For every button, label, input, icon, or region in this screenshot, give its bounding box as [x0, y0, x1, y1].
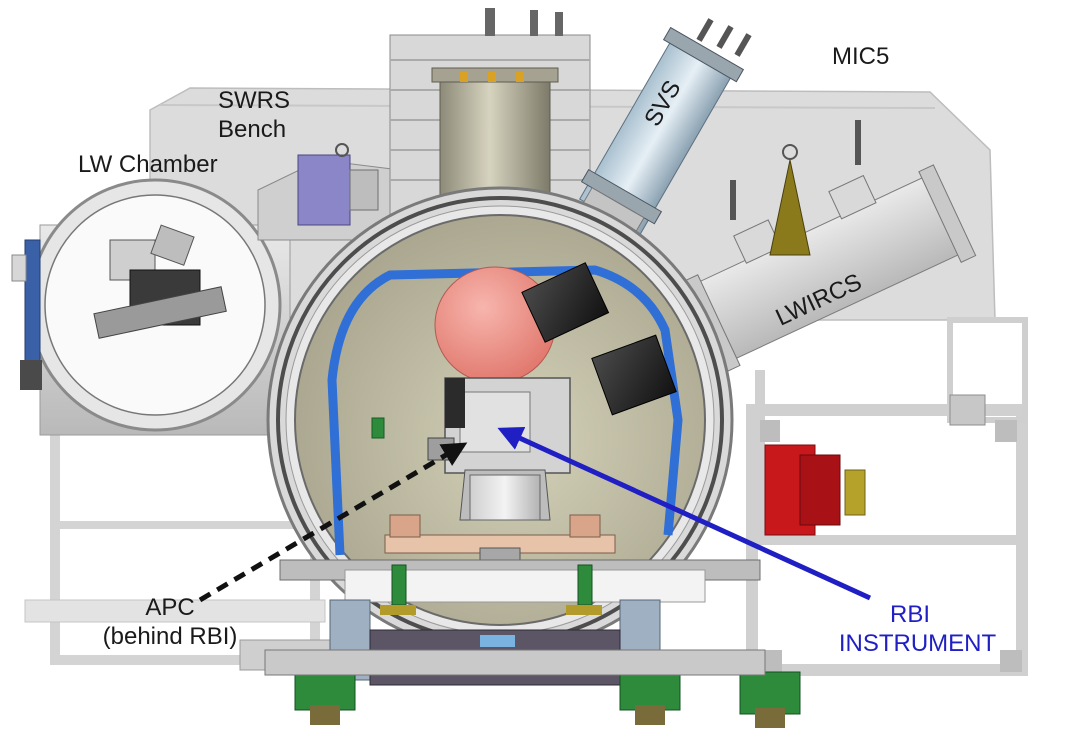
label-rbi-line2: INSTRUMENT — [838, 630, 997, 657]
label-mic5: MIC5 — [832, 43, 890, 70]
apc-arrow — [198, 442, 468, 603]
chamber-cradle — [279, 559, 761, 686]
lw-chamber-optics — [93, 224, 227, 339]
lwircs-blackbody — [521, 262, 610, 343]
label-apc-line2: (behind RBI) — [102, 623, 238, 650]
red-bracket-assembly — [764, 444, 866, 536]
right-support-frame — [746, 317, 1028, 676]
label-rbi-line1: RBI — [889, 601, 930, 628]
svs-blackbody — [591, 334, 677, 416]
svs-tube — [571, 18, 752, 254]
main-chamber — [266, 186, 734, 654]
lwircs-tube — [682, 120, 977, 373]
rbi-arrow — [497, 426, 872, 601]
support-feet — [264, 649, 801, 728]
label-swrs-line1: SWRS — [218, 87, 290, 114]
lwircs-target-stand — [769, 144, 811, 256]
lw-chamber — [11, 178, 291, 436]
label-apc-line1: APC — [145, 594, 195, 621]
thermal-shield — [327, 265, 683, 556]
label-swrs-line2: Bench — [218, 116, 287, 143]
top-canister — [389, 8, 591, 217]
green-connector — [371, 417, 385, 439]
label-lw-chamber: LW Chamber — [78, 151, 218, 178]
swrs-bench — [257, 143, 401, 241]
